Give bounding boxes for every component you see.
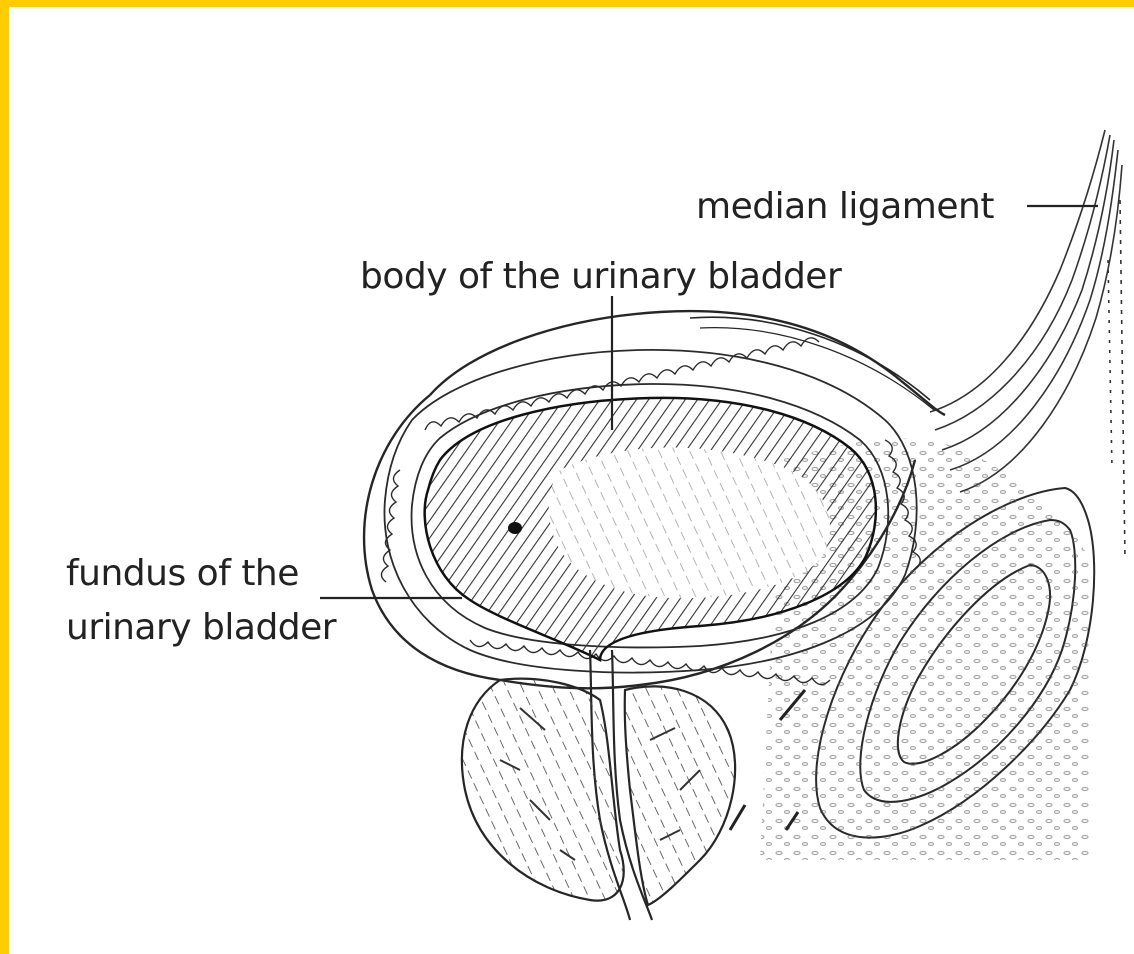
label-body-of-urinary-bladder: body of the urinary bladder (360, 255, 841, 299)
label-fundus-line2: urinary bladder (66, 606, 336, 650)
prostate (462, 679, 735, 905)
label-median-ligament: median ligament (696, 185, 994, 229)
label-fundus-line1: fundus of the (66, 552, 299, 596)
